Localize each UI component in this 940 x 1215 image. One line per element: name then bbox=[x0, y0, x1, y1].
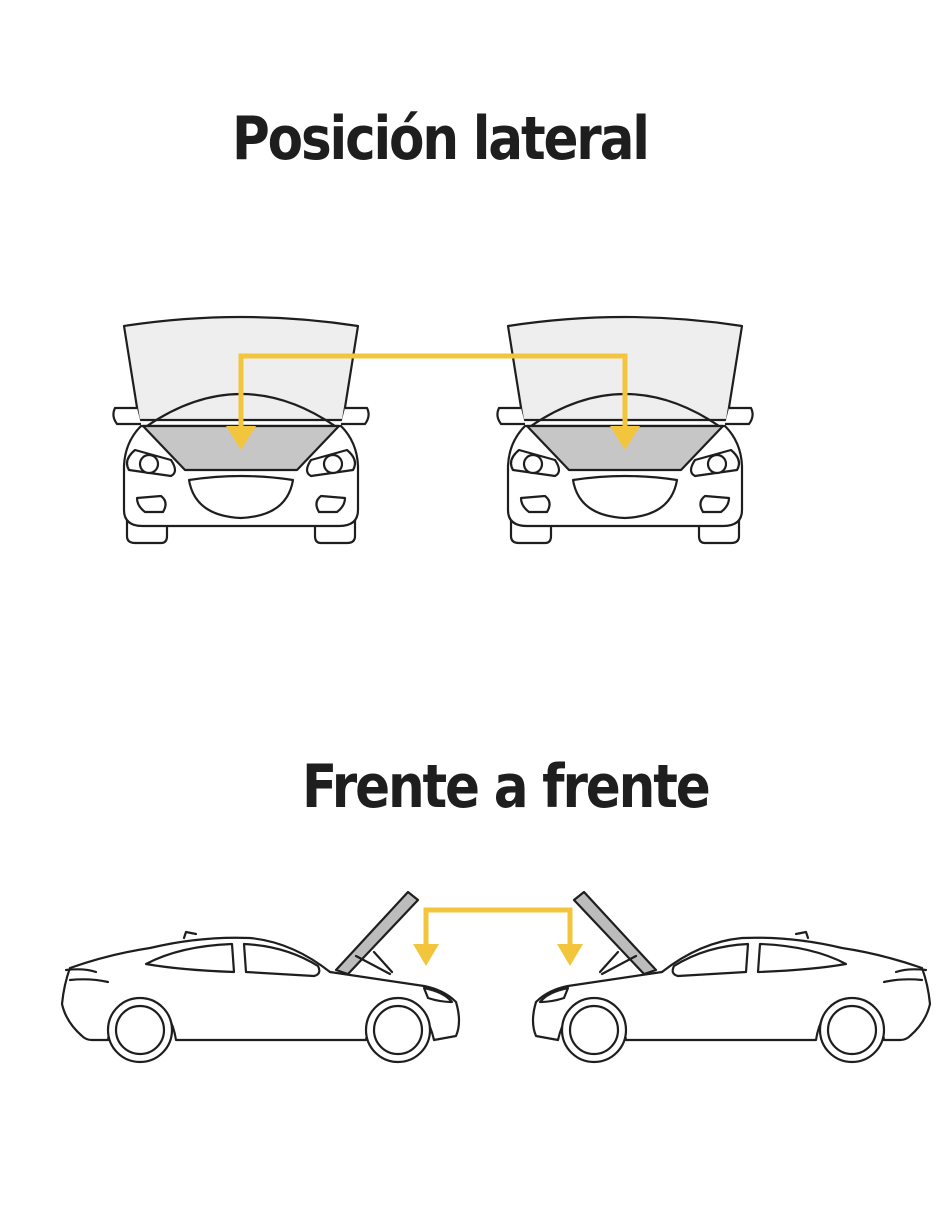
cable-arrow-right bbox=[610, 426, 640, 450]
title-posicion-lateral: Posición lateral bbox=[232, 104, 650, 174]
jumper-cable-front bbox=[423, 907, 573, 944]
title-frente-a-frente: Frente a frente bbox=[302, 752, 711, 822]
cable-arrow-left bbox=[226, 426, 256, 450]
diagram-face-to-face bbox=[60, 890, 932, 1064]
diagram-side-by-side bbox=[112, 315, 754, 545]
cable-arrow-left-front bbox=[413, 944, 439, 966]
jumper-cable bbox=[238, 353, 628, 428]
cable-arrow-right-front bbox=[557, 944, 583, 966]
car-left-side-view bbox=[60, 890, 461, 1064]
car-right-side-view bbox=[531, 890, 932, 1064]
